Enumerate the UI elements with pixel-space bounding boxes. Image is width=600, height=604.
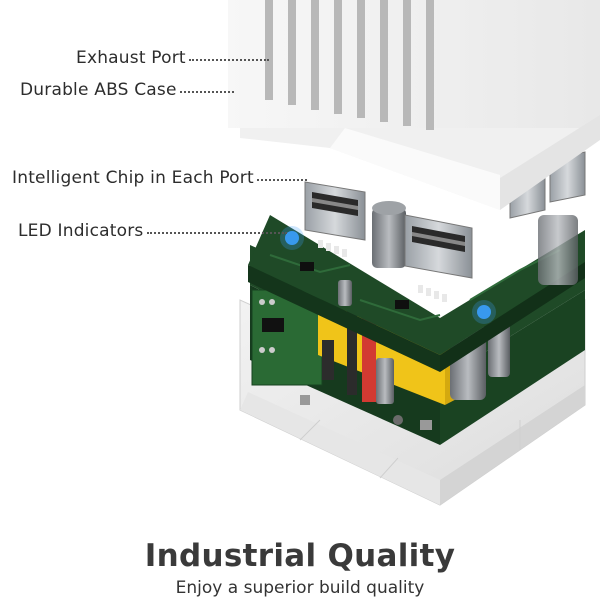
callout-intelligent-chip: Intelligent Chip in Each Port: [12, 168, 307, 188]
leader-line: [256, 179, 307, 181]
callout-label-suffix: in Each Port: [144, 168, 254, 188]
callout-label: Intelligent Chip: [12, 168, 145, 188]
callout-label: LED Indicators: [18, 221, 144, 241]
abs-case: [228, 0, 600, 210]
leader-line: [188, 59, 269, 61]
exhaust-vents: [265, 0, 434, 130]
usb-port: [404, 214, 473, 279]
callout-exhaust-port: Exhaust Port: [76, 48, 269, 68]
headline: Industrial Quality: [144, 538, 456, 574]
callout-led-indicators: LED Indicators: [18, 221, 287, 241]
subheadline: Enjoy a superior build quality: [175, 578, 425, 598]
leader-line: [179, 91, 234, 93]
callout-label-emphasis: ABS Case: [94, 80, 177, 100]
led-indicator: [477, 305, 491, 319]
leader-line: [146, 232, 287, 234]
callout-label: Exhaust Port: [76, 48, 186, 68]
usb-port: [304, 181, 366, 241]
callout-durable-abs-case: Durable ABS Case: [20, 80, 234, 100]
upper-pcb: [248, 151, 586, 372]
led-indicator: [285, 231, 299, 245]
callout-label: Durable: [20, 80, 95, 100]
